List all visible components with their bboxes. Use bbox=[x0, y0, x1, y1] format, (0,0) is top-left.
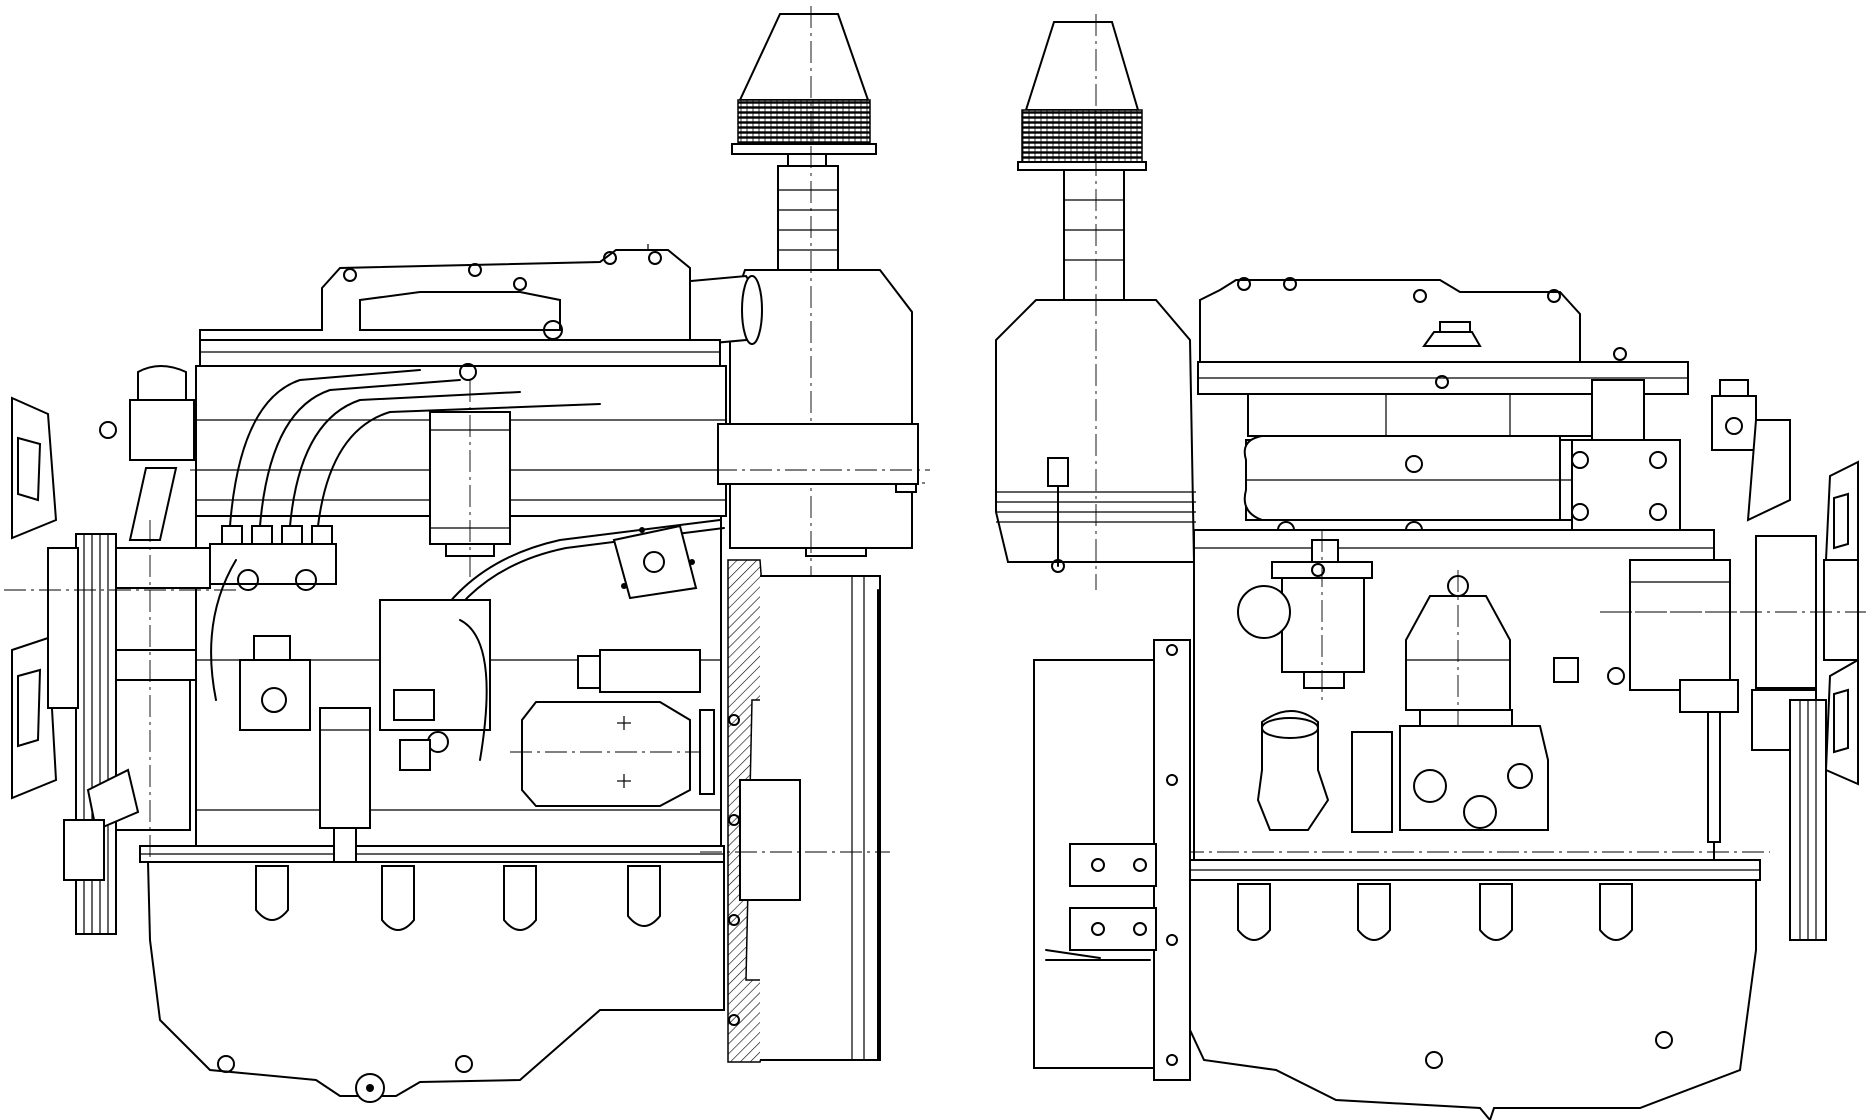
bracket-left bbox=[612, 524, 698, 600]
valve-cover-left bbox=[199, 249, 721, 367]
oil-pan-right bbox=[1189, 879, 1757, 1120]
engine-right-view bbox=[995, 14, 1866, 1120]
oil-filler-right bbox=[1256, 710, 1393, 833]
intake-pipe-left bbox=[639, 244, 763, 360]
cooling-fan-right bbox=[1600, 460, 1866, 941]
engine-left-view bbox=[4, 6, 930, 1103]
air-filter-right bbox=[995, 14, 1196, 590]
exhaust-manifold-right bbox=[1243, 379, 1681, 539]
starter-motor-left bbox=[510, 649, 720, 807]
flywheel-housing-left bbox=[700, 559, 890, 1063]
valve-cover-right bbox=[1197, 277, 1689, 395]
water-outlet-right bbox=[1711, 379, 1817, 751]
oil-pan-left bbox=[146, 861, 725, 1103]
injection-pump-left bbox=[209, 525, 337, 731]
oil-filter-right bbox=[1237, 530, 1373, 700]
flywheel-housing-right bbox=[1033, 639, 1191, 1081]
oil-centrifuge-right bbox=[1399, 570, 1549, 831]
cooling-fan-left bbox=[4, 396, 240, 935]
fuel-pump-right bbox=[1553, 559, 1780, 843]
fuel-filter-left bbox=[429, 363, 511, 580]
governor-left bbox=[379, 599, 491, 771]
